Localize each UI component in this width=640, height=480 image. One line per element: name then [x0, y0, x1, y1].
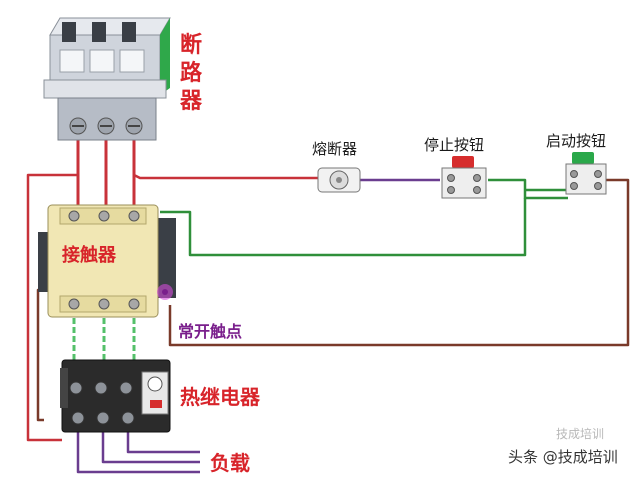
wire-start-to-coil	[160, 198, 527, 257]
start-button-label: 启动按钮	[546, 132, 606, 150]
watermark-faded: 技成培训	[556, 426, 604, 441]
stop-button-icon	[441, 156, 487, 199]
thermal-relay-label: 热继电器	[180, 385, 261, 409]
wire-load-2	[101, 428, 200, 464]
fuse-icon	[317, 167, 361, 193]
contactor-icon	[38, 204, 176, 318]
no-contact-label: 常开触点	[178, 322, 242, 341]
wire-aux-return	[168, 178, 630, 347]
breaker-label-1: 断	[180, 32, 202, 58]
stop-button-label: 停止按钮	[424, 136, 484, 154]
fuse-label: 熔断器	[312, 140, 357, 158]
breaker-icon	[43, 17, 171, 141]
wire-load-1	[76, 428, 200, 474]
wire-control-feed	[133, 173, 318, 180]
load-label: 负载	[210, 451, 250, 475]
contactor-label: 接触器	[62, 244, 117, 266]
start-button-icon	[565, 152, 607, 195]
wire-relay-contact	[36, 288, 44, 422]
breaker-label-3: 器	[179, 89, 203, 114]
breaker-label-2: 路	[180, 60, 203, 86]
wire-load-3	[126, 428, 200, 454]
wires	[26, 140, 630, 474]
watermark: 头条 @技成培训	[508, 448, 618, 466]
thermal-relay-icon	[60, 359, 171, 433]
wire-left-return	[26, 173, 78, 442]
